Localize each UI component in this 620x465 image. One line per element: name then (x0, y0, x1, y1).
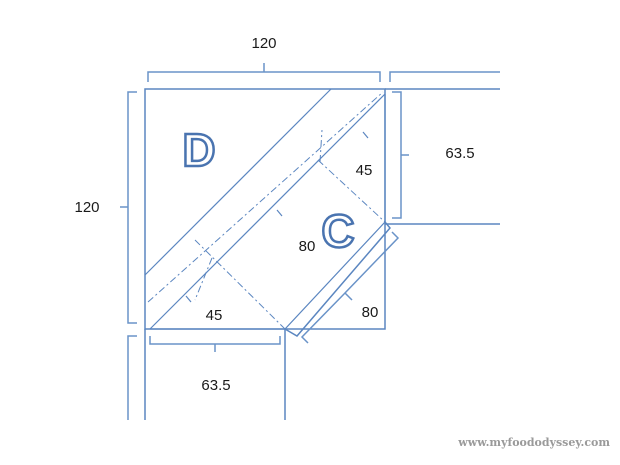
piece-d-label: D (182, 124, 215, 176)
left-brace (120, 91, 137, 324)
outer-edge-brace (300, 231, 400, 344)
piece-c-label: C (321, 205, 354, 257)
seat-c-diagonal-label: 80 (299, 238, 316, 255)
piece-c-outline (150, 94, 386, 330)
right-bench-depth-label: 63.5 (445, 145, 474, 162)
right-brace (392, 91, 409, 219)
left-height-label: 120 (74, 199, 99, 216)
seat-c-width-right-label: 45 (356, 162, 373, 179)
tick-mark (276, 209, 283, 217)
right-top-brace (389, 71, 500, 82)
seat-c-outer-edge (284, 221, 391, 337)
diagonal-line-lower (149, 93, 386, 330)
dash-line-2 (194, 239, 286, 330)
top-width-label: 120 (251, 35, 276, 52)
bottom-bench-depth-label: 63.5 (201, 377, 230, 394)
dash-line-4 (194, 257, 213, 301)
diagonal-line-upper (144, 88, 332, 276)
watermark-text: www.myfoododyssey.com (457, 436, 610, 449)
top-brace (147, 63, 381, 82)
dash-line-1 (317, 159, 386, 223)
tick-mark (185, 295, 192, 303)
dash-line-3 (319, 129, 323, 163)
tick-mark (362, 131, 369, 139)
left-lower-brace (127, 335, 137, 420)
seat-c-width-bottom-label: 45 (206, 307, 223, 324)
bottom-brace (149, 336, 281, 352)
seat-c-edge-label: 80 (362, 304, 379, 321)
